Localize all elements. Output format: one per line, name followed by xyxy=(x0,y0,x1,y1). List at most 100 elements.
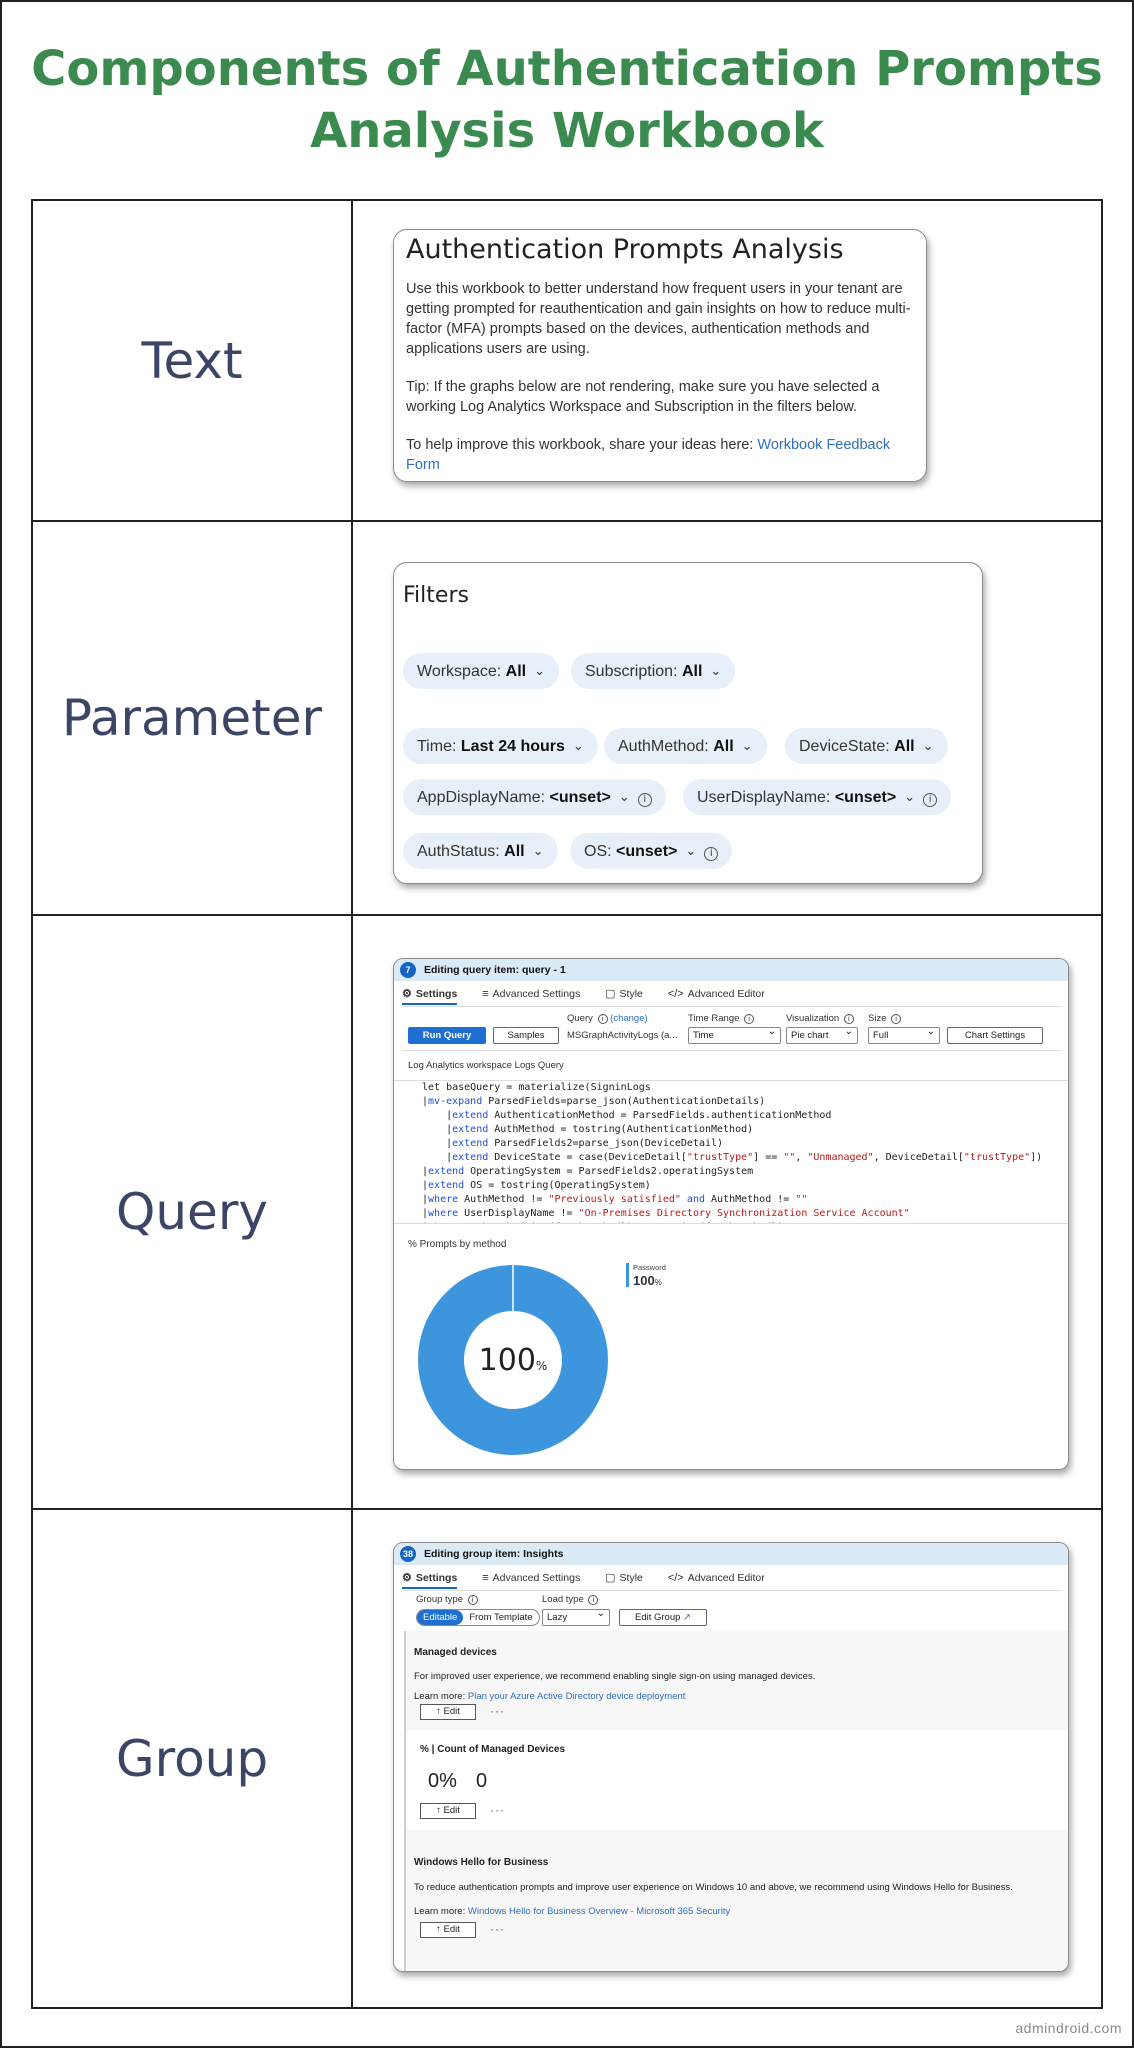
query-editor-panel: 7 Editing query item: query - 1 ⚙Setting… xyxy=(393,958,1069,1470)
divider xyxy=(402,1006,1062,1007)
text-cell: Authentication Prompts Analysis Use this… xyxy=(351,199,1103,522)
filter-subscription[interactable]: Subscription: All⌄ xyxy=(571,653,736,689)
whfb-link[interactable]: Windows Hello for Business Overview - Mi… xyxy=(467,1906,731,1917)
count-section: % | Count of Managed Devices 0% 0 ↑ Edit… xyxy=(406,1730,1068,1830)
size-label-text: Size xyxy=(868,1013,887,1024)
group-type-toggle[interactable]: Editable From Template xyxy=(416,1609,540,1626)
query-value[interactable]: MSGraphActivityLogs (a... xyxy=(567,1030,678,1041)
run-query-button[interactable]: Run Query xyxy=(408,1027,486,1044)
row-query: Query 7 Editing query item: query - 1 ⚙S… xyxy=(31,914,1103,1510)
whfb-text: To reduce authentication prompts and imp… xyxy=(414,1882,1013,1893)
filter-devicestate[interactable]: DeviceState: All⌄ xyxy=(785,728,948,764)
code-token: AuthMethod in ({AuthMethod}) or '*' in (… xyxy=(458,1222,783,1223)
info-icon[interactable]: i xyxy=(637,793,652,807)
visualization-select[interactable]: Pie chart xyxy=(786,1024,858,1044)
edit-button[interactable]: ↑ Edit xyxy=(420,1922,476,1938)
code-token: DeviceState = case(DeviceDetail[ xyxy=(488,1152,687,1163)
filter-time[interactable]: Time: Last 24 hours⌄ xyxy=(403,728,598,764)
tab-settings[interactable]: ⚙Settings xyxy=(402,1569,458,1589)
tab-advanced-editor[interactable]: </>Advanced Editor xyxy=(668,1569,765,1587)
device-deployment-link[interactable]: Plan your Azure Active Directory device … xyxy=(467,1691,686,1702)
filter-os[interactable]: OS: <unset>⌄i xyxy=(570,833,733,869)
code-token: "Unmanaged" xyxy=(807,1152,874,1163)
tab-advanced-editor[interactable]: </>Advanced Editor xyxy=(668,985,765,1003)
group-cell: 38 Editing group item: Insights ⚙Setting… xyxy=(351,1508,1103,2009)
info-icon[interactable]: i xyxy=(467,1595,478,1605)
more-options-icon[interactable]: ··· xyxy=(490,1922,505,1936)
chart-settings-button[interactable]: Chart Settings xyxy=(947,1027,1043,1044)
filter-value: Last 24 hours xyxy=(460,738,565,755)
managed-devices-title: Managed devices xyxy=(414,1647,497,1658)
tab-style[interactable]: ▢Style xyxy=(605,985,643,1003)
external-link-icon: ↗ xyxy=(683,1612,692,1623)
components-table: Text Authentication Prompts Analysis Use… xyxy=(31,199,1103,2009)
filter-userdisplayname[interactable]: UserDisplayName: <unset>⌄i xyxy=(683,779,952,815)
filter-label: AppDisplayName: xyxy=(417,789,546,806)
whfb-title: Windows Hello for Business xyxy=(414,1857,549,1868)
donut-svg xyxy=(418,1265,608,1455)
filter-authmethod[interactable]: AuthMethod: All⌄ xyxy=(604,728,767,764)
info-icon[interactable]: i xyxy=(588,1595,599,1605)
query-label: Query i (change) xyxy=(567,1013,648,1024)
more-options-icon[interactable]: ··· xyxy=(490,1704,505,1718)
code-token: | xyxy=(422,1138,453,1149)
code-line: |mv-expand ParsedFields=parse_json(Authe… xyxy=(422,1095,1068,1109)
code-token: extend xyxy=(428,1166,465,1177)
info-icon[interactable]: i xyxy=(597,1014,608,1024)
query-code-editor[interactable]: let baseQuery = materialize(SigninLogs |m… xyxy=(394,1080,1068,1224)
donut-chart: 100% xyxy=(418,1265,608,1455)
filter-label: Subscription: xyxy=(585,663,678,680)
load-type-select[interactable]: Lazy xyxy=(542,1606,610,1626)
legend-label: Password xyxy=(633,1263,666,1272)
filter-authstatus[interactable]: AuthStatus: All⌄ xyxy=(403,833,558,869)
time-range-select[interactable]: Time xyxy=(688,1024,781,1044)
feedback-link[interactable]: Workbook Feedback Form xyxy=(406,437,891,473)
edit-button[interactable]: ↑ Edit xyxy=(420,1803,476,1819)
tab-style[interactable]: ▢Style xyxy=(605,1569,643,1587)
filter-workspace[interactable]: Workspace: All⌄ xyxy=(403,653,559,689)
code-token: , DeviceDetail[ xyxy=(873,1152,964,1163)
edit-button[interactable]: ↑ Edit xyxy=(420,1704,476,1720)
gear-icon: ⚙ xyxy=(402,988,412,1000)
filter-appdisplayname[interactable]: AppDisplayName: <unset>⌄i xyxy=(403,779,666,815)
group-header-bar: 38 Editing group item: Insights xyxy=(394,1543,1068,1565)
filter-value: <unset> xyxy=(549,789,611,806)
change-query-link[interactable]: (change) xyxy=(610,1013,648,1024)
tab-advanced-settings[interactable]: ≡Advanced Settings xyxy=(482,1569,580,1587)
count-value: 0 xyxy=(476,1770,488,1792)
filter-label: Time: xyxy=(417,738,457,755)
brush-icon: ▢ xyxy=(605,988,616,1000)
info-icon[interactable]: i xyxy=(891,1014,902,1024)
filter-label: OS: xyxy=(584,843,612,860)
code-token: "Previously satisfied" xyxy=(548,1194,681,1205)
tab-advanced-settings[interactable]: ≡Advanced Settings xyxy=(482,985,580,1003)
seg-from-template[interactable]: From Template xyxy=(469,1612,533,1623)
code-token: ParsedFields=parse_json(AuthenticationDe… xyxy=(482,1096,766,1107)
query-header-bar: 7 Editing query item: query - 1 xyxy=(394,959,1068,981)
size-select[interactable]: Full xyxy=(868,1024,940,1044)
group-type-label: Group type i xyxy=(416,1594,478,1605)
sliders-icon: ≡ xyxy=(482,1572,489,1584)
legend-swatch xyxy=(626,1263,629,1287)
info-icon[interactable]: i xyxy=(923,793,938,807)
seg-editable[interactable]: Editable xyxy=(417,1610,464,1625)
group-header-text: Editing group item: Insights xyxy=(424,1548,564,1560)
code-token: let baseQuery = materialize(SigninLogs xyxy=(422,1082,651,1093)
query-tabs: ⚙Settings ≡Advanced Settings ▢Style </>A… xyxy=(402,985,787,1005)
tab-settings[interactable]: ⚙Settings xyxy=(402,985,458,1005)
donut-center-unit: % xyxy=(535,1359,548,1373)
code-token: "On-Premises Directory Synchronization S… xyxy=(578,1208,910,1219)
edit-group-label: Edit Group xyxy=(634,1612,681,1623)
info-icon[interactable]: i xyxy=(744,1014,755,1024)
info-icon[interactable]: i xyxy=(843,1014,854,1024)
edit-group-button[interactable]: Edit Group ↗ xyxy=(619,1609,707,1626)
row-label-parameter: Parameter xyxy=(31,520,353,916)
tab-label: Advanced Editor xyxy=(687,988,765,1000)
more-options-icon[interactable]: ··· xyxy=(490,1803,505,1817)
text-card: Authentication Prompts Analysis Use this… xyxy=(393,229,927,482)
query-cell: 7 Editing query item: query - 1 ⚙Setting… xyxy=(351,914,1103,1510)
samples-button[interactable]: Samples xyxy=(493,1027,559,1044)
info-icon[interactable]: i xyxy=(704,847,719,861)
page-title: Components of Authentication Prompts Ana… xyxy=(31,41,1103,159)
filter-value: All xyxy=(681,663,703,680)
